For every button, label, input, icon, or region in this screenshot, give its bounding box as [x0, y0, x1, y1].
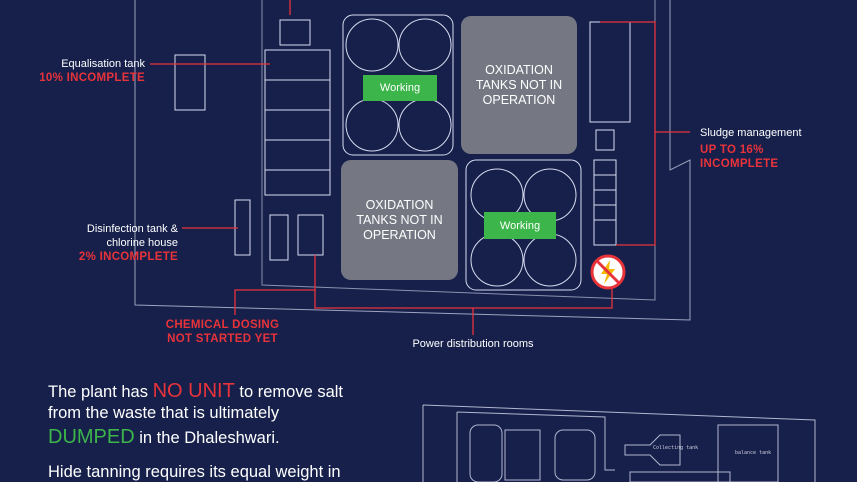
chemical-dosing-label: CHEMICAL DOSING NOT STARTED YET — [150, 318, 295, 346]
status-line: OXIDATION — [365, 197, 434, 212]
status-line: TANKS NOT IN — [475, 77, 563, 92]
label-name: Sludge management — [700, 127, 802, 139]
text: to remove salt — [234, 383, 344, 401]
label-status: 10% INCOMPLETE — [39, 72, 145, 84]
label-status: NOT STARTED YET — [167, 333, 278, 345]
highlight-no-unit: NO UNIT — [152, 380, 235, 402]
text: in the Dhaleshwari. — [134, 429, 280, 447]
no-electricity-icon — [590, 254, 626, 290]
collecting-tank-label: Collecting tank — [653, 445, 699, 451]
working-badge-bottom: Working — [484, 212, 556, 239]
label-name: chlorine house — [106, 237, 178, 249]
label-status: UP TO 16% — [700, 144, 764, 156]
equalisation-label: Equalisation tank 10% INCOMPLETE — [20, 57, 145, 85]
label-name: Disinfection tank & — [86, 223, 178, 235]
disinfection-label: Disinfection tank & chlorine house 2% IN… — [30, 222, 178, 264]
balance-tank-label: balance tank — [735, 450, 772, 456]
label-status: 2% INCOMPLETE — [78, 251, 178, 263]
status-line: OXIDATION — [485, 62, 553, 77]
status-line: OPERATION — [482, 92, 556, 107]
power-distribution-label: Power distribution rooms — [412, 338, 534, 350]
text: from the waste that is ultimately — [48, 404, 280, 422]
label-status: CHEMICAL DOSING — [165, 319, 280, 331]
sludge-label: Sludge management UP TO 16% INCOMPLETE — [700, 126, 802, 171]
label-status: INCOMPLETE — [700, 158, 779, 170]
label-name: Equalisation tank — [61, 58, 145, 70]
text: The plant has — [48, 383, 153, 401]
highlight-dumped: DUMPED — [48, 426, 135, 448]
status-line: TANKS NOT IN — [356, 212, 443, 227]
body-paragraph-2: Hide tanning requires its equal weight i… — [48, 463, 341, 481]
body-paragraph-1: The plant has NO UNIT to remove salt fro… — [48, 381, 343, 449]
working-badge-top: Working — [363, 75, 437, 101]
status-line: OPERATION — [363, 227, 436, 242]
